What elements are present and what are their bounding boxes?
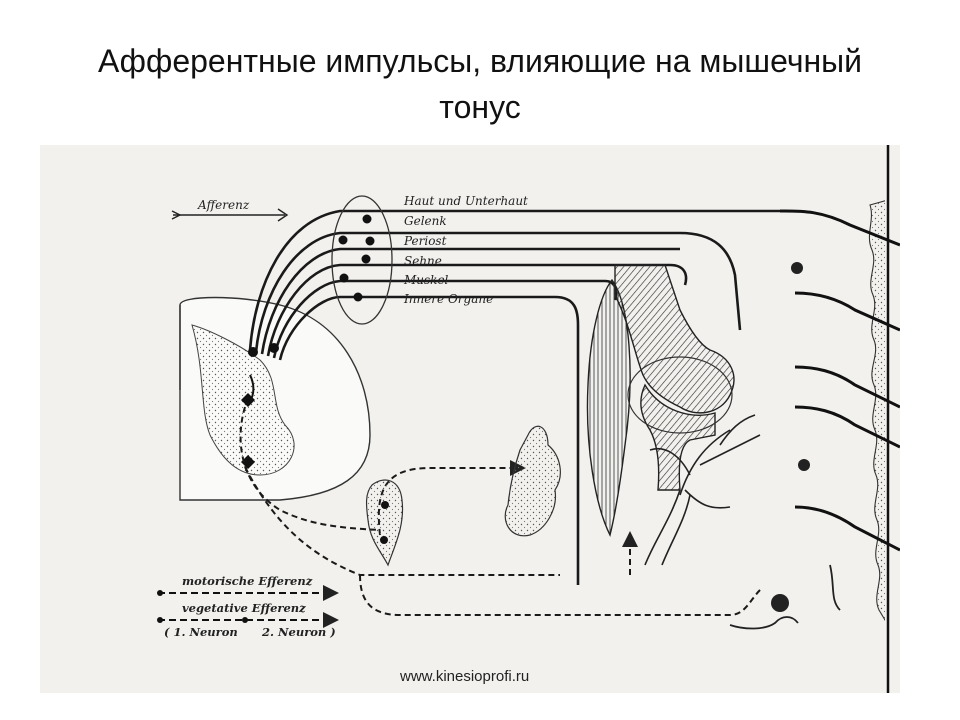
legend-vegetative: vegetative Efferenz — [182, 601, 306, 615]
afferenz-indicator — [171, 208, 289, 222]
sweat-gland — [729, 564, 841, 630]
label-sehne: Sehne — [404, 254, 442, 268]
pathway-labels: Haut und Unterhaut Gelenk Periost Sehne … — [403, 194, 528, 306]
label-periost: Periost — [403, 234, 447, 248]
slide-title: Афферентные импульсы, влияющие на мышечн… — [97, 43, 863, 125]
watermark-text: www.kinesioprofi.ru — [399, 668, 529, 685]
afferent-fibers — [248, 209, 780, 585]
legend: motorische Efferenz vegetative Efferenz … — [157, 574, 339, 639]
spinal-ganglion — [331, 195, 393, 325]
muscle — [586, 278, 631, 538]
neural-pathway-figure: Afferenz Haut und Unterhaut Gelenk Perio… — [40, 145, 900, 693]
label-innere-organe: Innere Organe — [403, 292, 493, 306]
label-muskel: Muskel — [403, 273, 449, 287]
figure-svg: Afferenz Haut und Unterhaut Gelenk Perio… — [157, 145, 900, 693]
blood-vessel — [644, 414, 761, 566]
spinal-cord — [179, 296, 371, 501]
sympathetic-ganglion — [365, 479, 404, 567]
knee-joint — [614, 264, 735, 491]
skin-receptors — [779, 209, 900, 552]
legend-neuron1: ( 1. Neuron — [164, 625, 238, 639]
afferenz-label: Afferenz — [197, 198, 250, 212]
label-haut: Haut und Unterhaut — [403, 194, 528, 208]
cord-neurons — [241, 343, 279, 469]
skin-layer — [868, 145, 900, 693]
legend-motor: motorische Efferenz — [182, 574, 313, 588]
legend-neuron2: 2. Neuron ) — [261, 625, 336, 639]
visceral-organ — [504, 425, 561, 537]
label-gelenk: Gelenk — [404, 214, 447, 228]
receptor-bodies — [771, 262, 810, 612]
